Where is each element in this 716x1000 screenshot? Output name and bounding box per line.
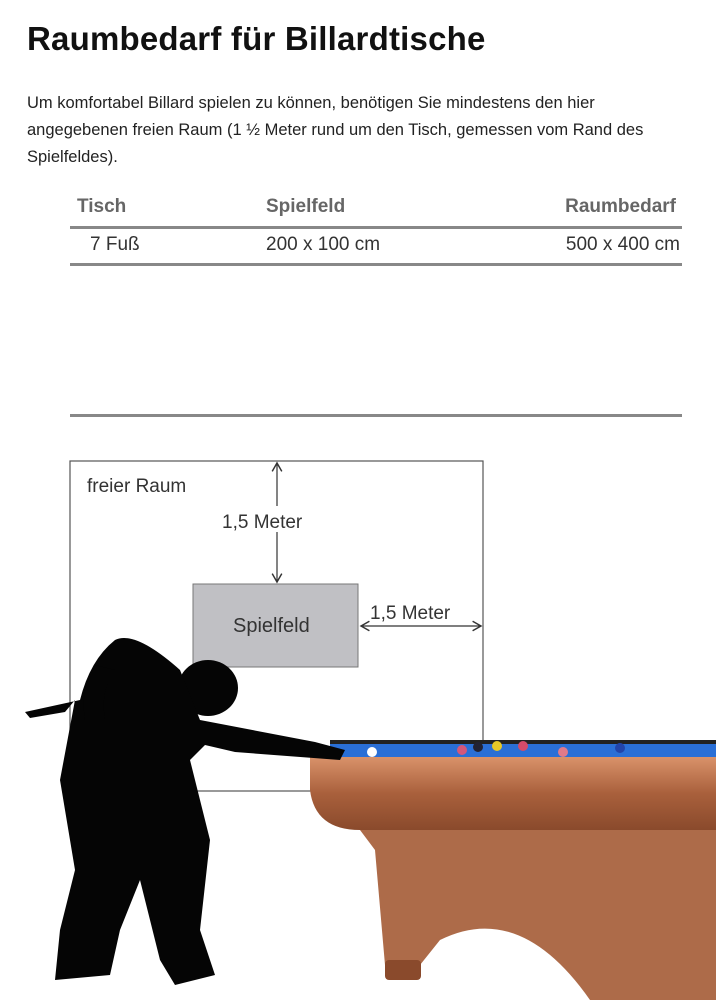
header-raumbedarf: Raumbedarf <box>565 196 676 217</box>
header-tisch: Tisch <box>77 196 127 217</box>
page-title: Raumbedarf für Billardtische <box>27 20 486 57</box>
playing-field-label: Spielfeld <box>233 615 310 637</box>
free-space-label: freier Raum <box>87 476 186 497</box>
free-space-outline <box>69 460 484 792</box>
pool-table-image <box>310 740 716 1000</box>
cell-tisch: 7 Fuß <box>90 234 140 255</box>
table-bottom-rule <box>70 263 682 266</box>
table-header-rule <box>70 226 682 229</box>
section-divider <box>70 414 682 417</box>
cell-spielfeld: 200 x 100 cm <box>266 234 381 255</box>
top-distance-label: 1,5 Meter <box>222 512 303 533</box>
free-space-label-group: freier Raum 1,5 Meter Spielfeld 1,5 Mete… <box>87 476 451 637</box>
intro-paragraph: Um komfortabel Billard spielen zu können… <box>27 94 644 166</box>
player-silhouette <box>25 638 345 985</box>
side-distance-label: 1,5 Meter <box>370 603 451 624</box>
cell-raumbedarf: 500 x 400 cm <box>565 234 680 255</box>
playing-field-rect <box>192 583 359 668</box>
header-spielfeld: Spielfeld <box>266 196 346 217</box>
